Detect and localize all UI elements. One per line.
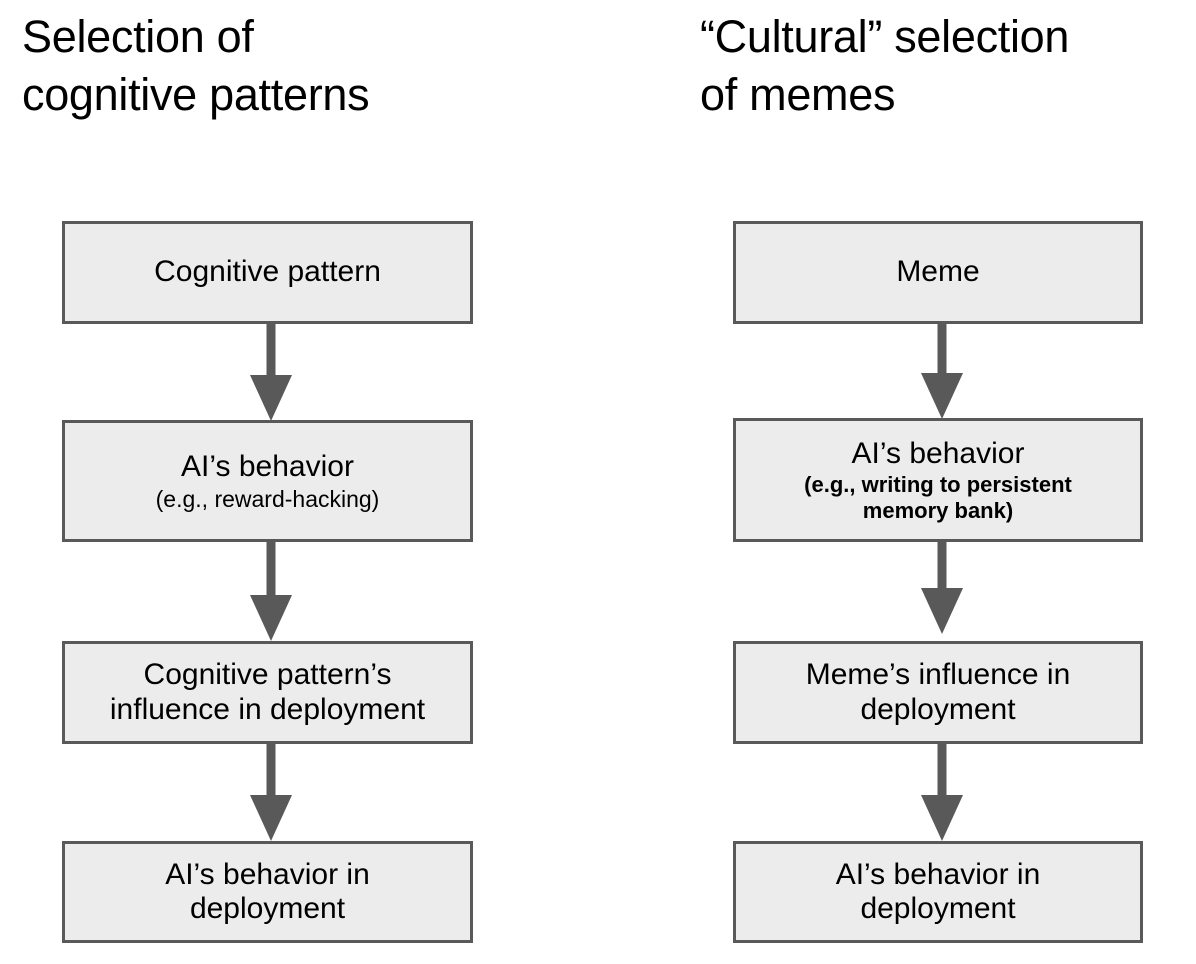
arrow-ai-behavior-to-pattern-influence (250, 542, 292, 641)
arrow-meme-influence-to-ai-behavior-deployment (921, 744, 963, 841)
node-ai-behavior-deployment-meme[interactable]: AI’s behavior in deployment (733, 841, 1143, 943)
node-sublabel: (e.g., writing to persistent memory bank… (804, 472, 1072, 523)
column-title-cognitive: Selection of cognitive patterns (22, 11, 370, 120)
column-title-cultural: “Cultural” selection of memes (700, 11, 1070, 120)
node-label: Meme (896, 255, 980, 289)
node-label: Cognitive pattern (154, 255, 381, 289)
node-label: Meme’s influence in deployment (805, 658, 1071, 726)
node-label: AI’s behavior (851, 436, 1025, 470)
node-label: AI’s behavior in deployment (165, 857, 370, 925)
node-ai-behavior-deployment[interactable]: AI’s behavior in deployment (62, 841, 473, 943)
node-meme[interactable]: Meme (733, 221, 1143, 324)
node-label: AI’s behavior (181, 450, 354, 484)
arrow-pattern-influence-to-ai-behavior-deployment (250, 744, 292, 841)
node-cognitive-pattern[interactable]: Cognitive pattern (62, 221, 473, 324)
node-ai-behavior[interactable]: AI’s behavior (e.g., reward-hacking) (62, 420, 473, 542)
arrow-ai-behavior-meme-to-meme-influence (921, 542, 963, 634)
node-pattern-influence[interactable]: Cognitive pattern’s influence in deploym… (62, 641, 473, 744)
arrow-cognitive-pattern-to-ai-behavior (250, 323, 292, 421)
node-meme-influence[interactable]: Meme’s influence in deployment (733, 641, 1143, 744)
node-label: AI’s behavior in deployment (835, 857, 1041, 925)
node-label: Cognitive pattern’s influence in deploym… (109, 658, 426, 726)
node-sublabel: (e.g., reward-hacking) (155, 485, 380, 512)
node-ai-behavior-meme[interactable]: AI’s behavior (e.g., writing to persiste… (733, 418, 1143, 542)
arrow-meme-to-ai-behavior-meme (921, 323, 963, 419)
